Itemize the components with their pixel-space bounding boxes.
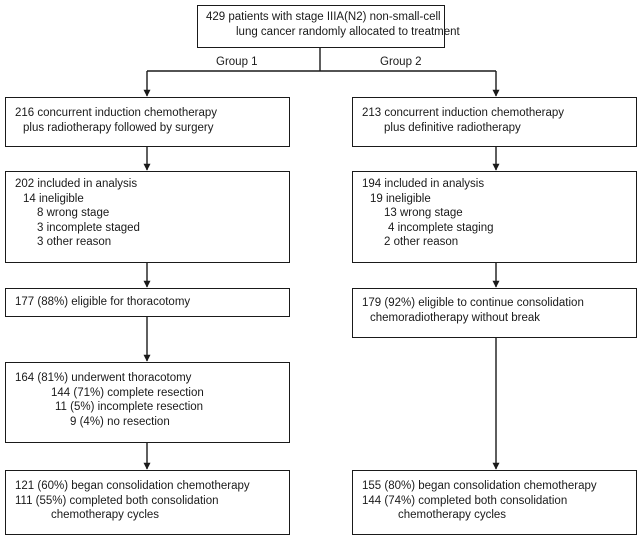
enrolment-line-1: 429 patients with stage IIIA(N2) non-sma… xyxy=(206,11,441,23)
g2-began-text: 155 (80%) began consolidation chemothera… xyxy=(362,480,597,492)
g1-allocation-box: 216 concurrent induction chemotherapy pl… xyxy=(5,97,290,147)
g2-allocation-line-1: 213 concurrent induction chemotherapy xyxy=(362,107,565,119)
g2-completed-line-2: chemotherapy cycles xyxy=(398,509,507,521)
g1-completed-line-2: chemotherapy cycles xyxy=(51,509,160,521)
g2-allocation-line-2: plus definitive radiotherapy xyxy=(384,121,521,134)
g1-other-reason-text: 3 other reason xyxy=(37,236,112,248)
g1-eligible-box: 177 (88%) eligible for thoracotomy xyxy=(5,288,290,317)
g1-began-text: 121 (60%) began consolidation chemothera… xyxy=(15,480,250,492)
group1-label: Group 1 xyxy=(216,56,258,68)
enrolment-line-2: lung cancer randomly allocated to treatm… xyxy=(236,25,460,38)
g2-allocation-box: 213 concurrent induction chemotherapy pl… xyxy=(352,97,637,147)
g2-analysis-box: 194 included in analysis 19 ineligible 1… xyxy=(352,171,637,263)
g1-complete-resection-text: 144 (71%) complete resection xyxy=(51,386,204,399)
g2-other-reason-text: 2 other reason xyxy=(384,236,459,248)
g2-eligible-box: 179 (92%) eligible to continue consolida… xyxy=(352,288,637,338)
g1-underwent-text: 164 (81%) underwent thoracotomy xyxy=(15,372,192,384)
g1-eligible-text: 177 (88%) eligible for thoracotomy xyxy=(15,296,191,308)
g1-incomplete-resection-text: 11 (5%) incomplete resection xyxy=(55,401,204,413)
g1-analysis-box: 202 included in analysis 14 ineligible 8… xyxy=(5,171,290,263)
g1-consolidation-box: 121 (60%) began consolidation chemothera… xyxy=(5,470,290,535)
g2-eligible-line-2: chemoradiotherapy without break xyxy=(370,311,541,324)
g1-thoracotomy-box: 164 (81%) underwent thoracotomy 144 (71%… xyxy=(5,362,290,443)
g1-allocation-line-1: 216 concurrent induction chemotherapy xyxy=(15,107,218,119)
g1-ineligible-text: 14 ineligible xyxy=(23,192,84,205)
g1-allocation-line-2: plus radiotherapy followed by surgery xyxy=(23,121,214,134)
group2-label: Group 2 xyxy=(380,56,422,68)
g1-no-resection-text: 9 (4%) no resection xyxy=(70,415,170,428)
g2-incomplete-staging-text: 4 incomplete staging xyxy=(388,221,494,234)
enrolment-box: 429 patients with stage IIIA(N2) non-sma… xyxy=(197,5,460,48)
g2-included-text: 194 included in analysis xyxy=(362,178,485,190)
g2-consolidation-box: 155 (80%) began consolidation chemothera… xyxy=(352,470,637,535)
g2-wrong-stage-text: 13 wrong stage xyxy=(384,207,463,219)
g2-ineligible-text: 19 ineligible xyxy=(370,192,431,205)
g1-included-text: 202 included in analysis xyxy=(15,178,138,190)
g1-incomplete-staged-text: 3 incomplete staged xyxy=(37,221,140,234)
g1-completed-line-1: 111 (55%) completed both consolidation xyxy=(15,494,219,507)
g2-completed-line-1: 144 (74%) completed both consolidation xyxy=(362,494,568,507)
g2-eligible-line-1: 179 (92%) eligible to continue consolida… xyxy=(362,297,584,309)
g1-wrong-stage-text: 8 wrong stage xyxy=(37,207,110,219)
